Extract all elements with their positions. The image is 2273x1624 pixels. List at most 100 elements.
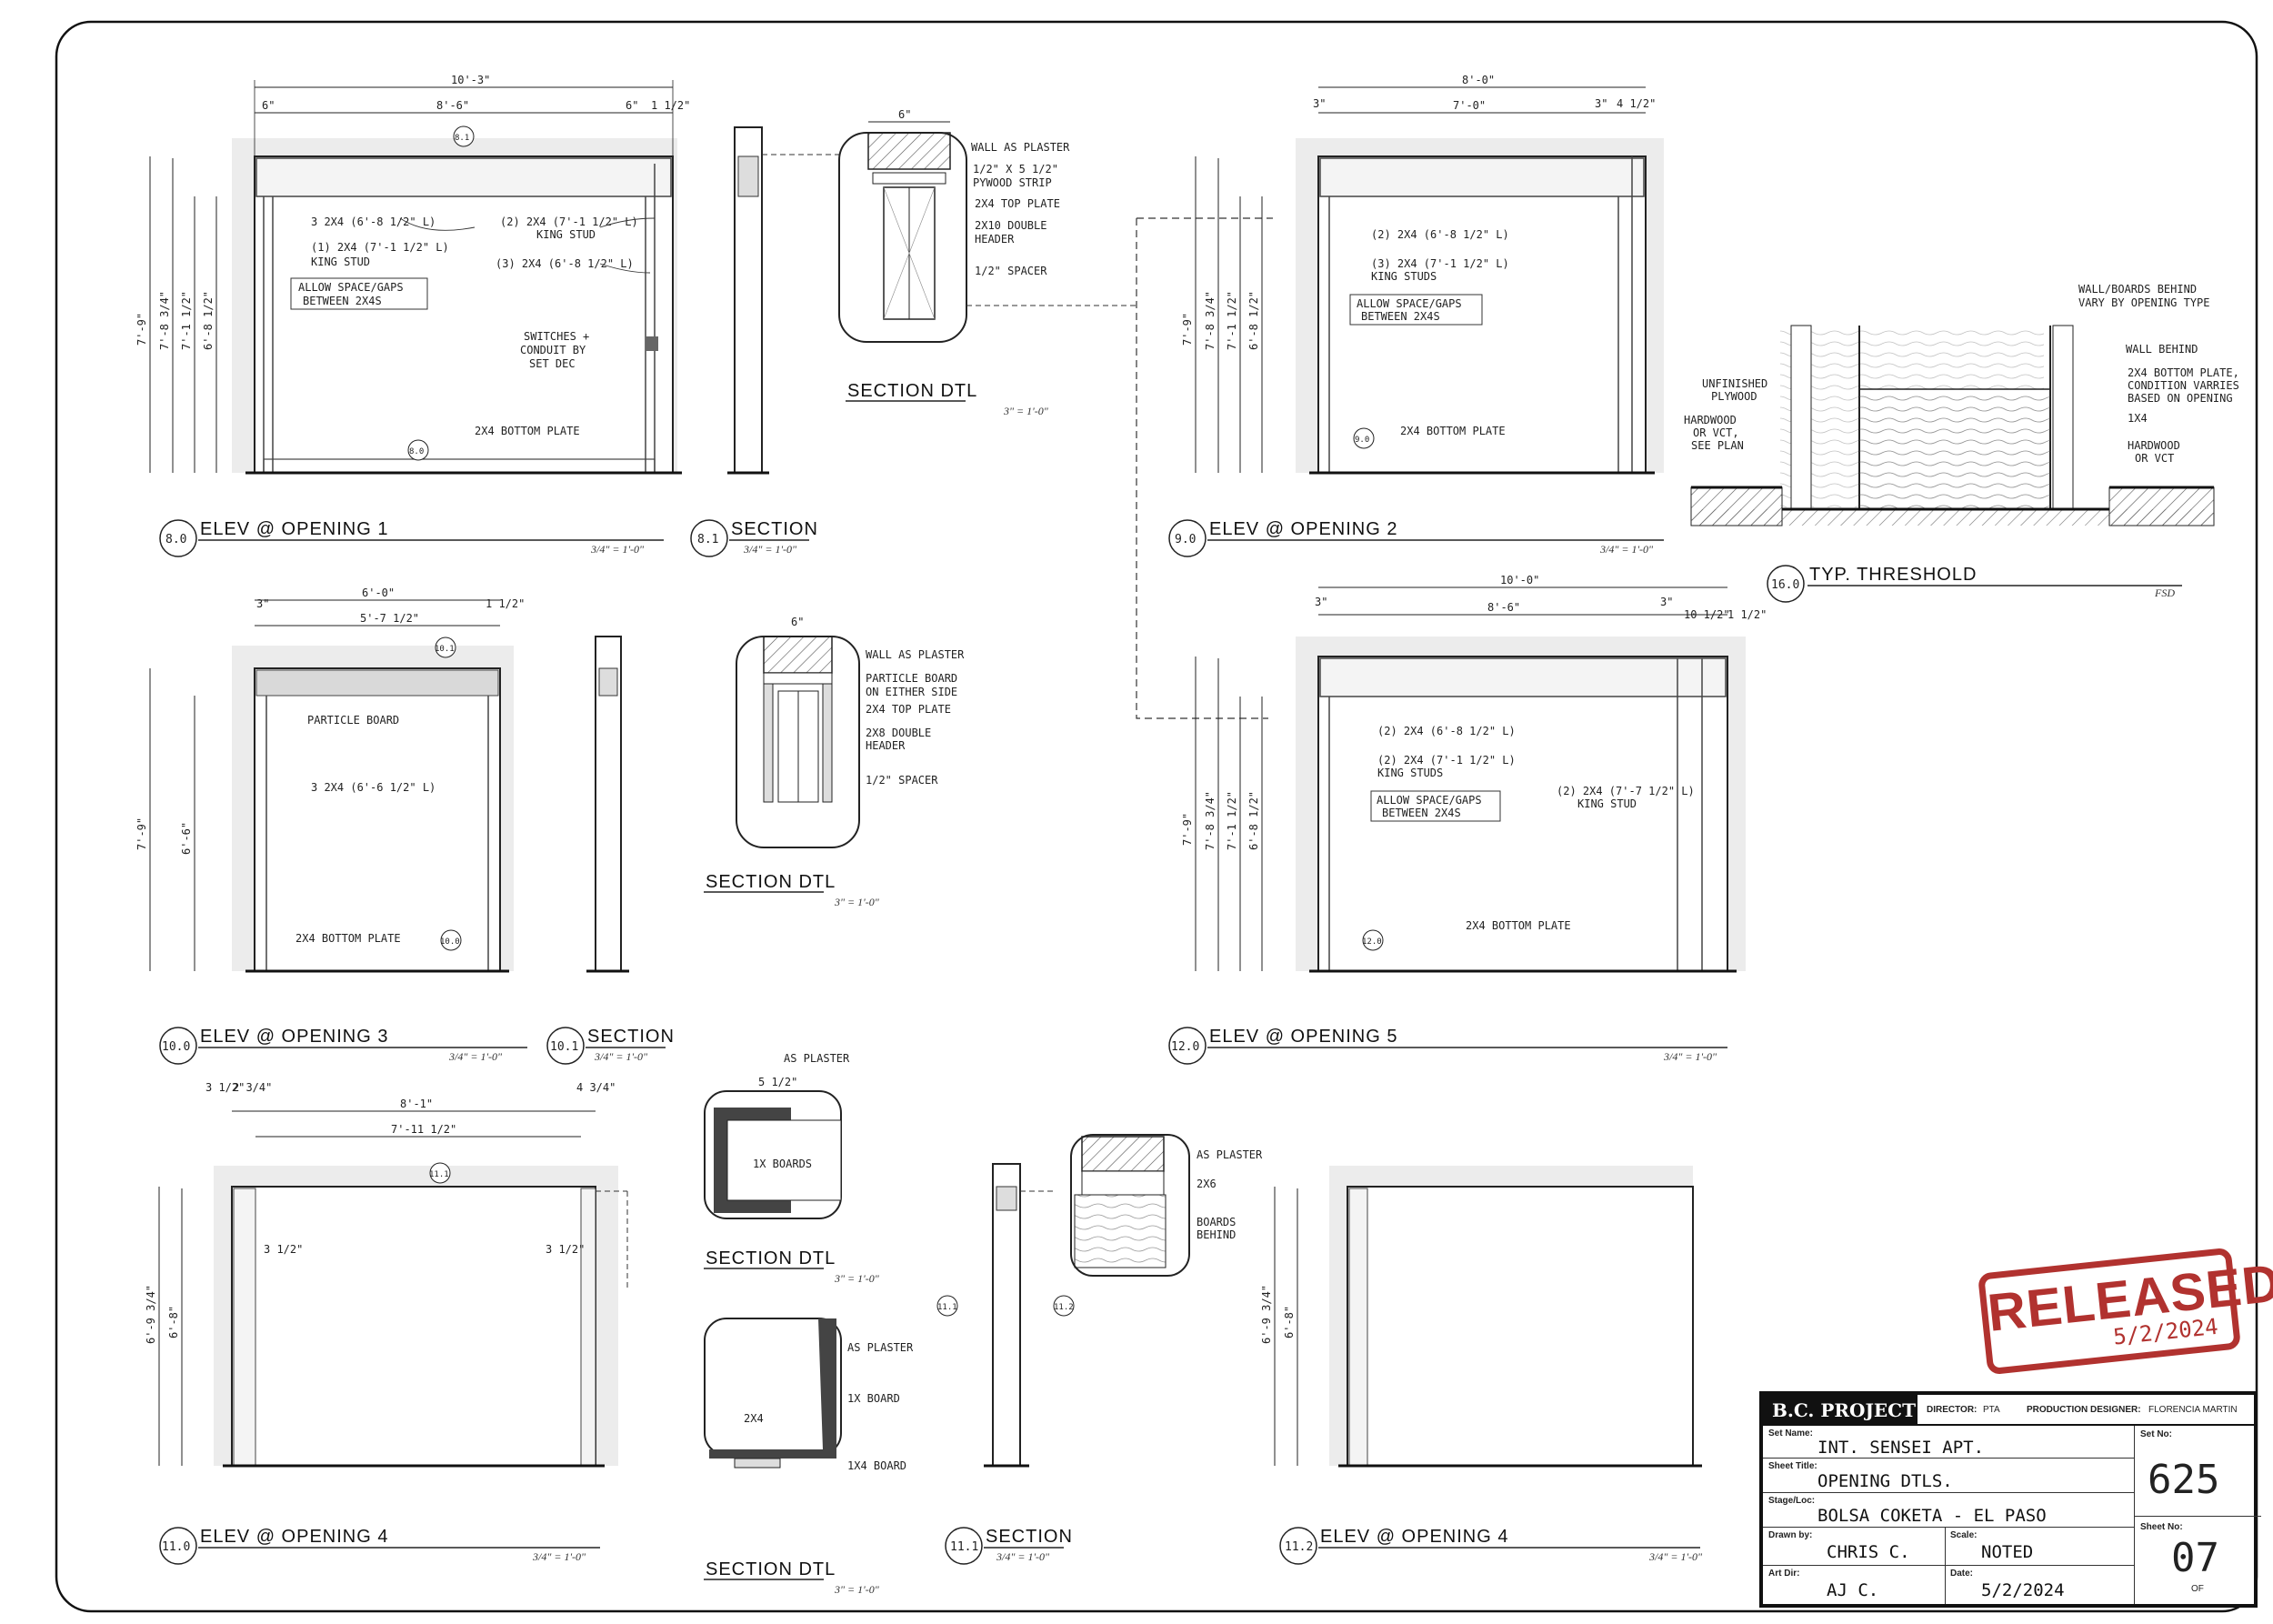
svg-text:8.0: 8.0 [409, 447, 424, 456]
svg-text:ALLOW SPACE/GAPS: ALLOW SPACE/GAPS [1377, 794, 1482, 807]
svg-text:3/4" = 1'-0": 3/4" = 1'-0" [448, 1050, 503, 1063]
svg-text:(3) 2X4 (6'-8 1/2" L): (3) 2X4 (6'-8 1/2" L) [496, 257, 634, 270]
svg-text:8.1: 8.1 [697, 533, 718, 546]
svg-text:11.1: 11.1 [950, 1540, 978, 1554]
svg-text:ALLOW SPACE/GAPS: ALLOW SPACE/GAPS [1357, 297, 1462, 310]
section-10-1 [586, 636, 629, 973]
svg-text:CONDUIT BY: CONDUIT BY [520, 344, 586, 356]
elev-opening-1: 10'-3" 6" 8'-6" 6" 1 1/2" 7'-9" 7'-8 3/4… [135, 74, 690, 475]
svg-text:11.2: 11.2 [1054, 1303, 1074, 1312]
svg-text:8.1: 8.1 [455, 134, 469, 143]
svg-text:SECTION DTL: SECTION DTL [706, 872, 836, 892]
svg-text:4 1/2": 4 1/2" [1617, 97, 1656, 110]
stage-row: Stage/Loc: BOLSA COKETA - EL PASO [1763, 1493, 2134, 1528]
svg-text:KING STUD: KING STUD [311, 256, 370, 268]
svg-text:1 1/2": 1 1/2" [486, 597, 525, 610]
svg-text:ELEV @ OPENING 2: ELEV @ OPENING 2 [1209, 519, 1397, 539]
svg-text:3/4" = 1'-0": 3/4" = 1'-0" [1648, 1550, 1703, 1563]
svg-text:2X10 DOUBLE: 2X10 DOUBLE [975, 219, 1046, 232]
scale-value: NOTED [1981, 1542, 2034, 1562]
typ-threshold-detail: WALL/BOARDS BEHIND VARY BY OPENING TYPE … [1684, 283, 2239, 526]
svg-text:WALL BEHIND: WALL BEHIND [2126, 343, 2198, 356]
svg-text:7'-1 1/2": 7'-1 1/2" [180, 291, 193, 350]
svg-text:12.0: 12.0 [1362, 937, 1382, 947]
date-value: 5/2/2024 [1981, 1580, 2065, 1600]
detail-callout-line [1136, 218, 1268, 719]
svg-text:2X4 TOP PLATE: 2X4 TOP PLATE [866, 703, 951, 716]
svg-text:1/2" SPACER: 1/2" SPACER [866, 774, 938, 787]
svg-text:3": 3" [1313, 97, 1326, 110]
svg-text:2X4 BOTTOM PLATE: 2X4 BOTTOM PLATE [295, 932, 401, 945]
stage-location: BOLSA COKETA - EL PASO [1817, 1506, 2047, 1526]
svg-text:3": 3" [256, 597, 269, 610]
svg-text:BASED ON OPENING: BASED ON OPENING [2128, 392, 2233, 405]
set-number: 625 [2148, 1457, 2220, 1503]
svg-text:7'-11 1/2": 7'-11 1/2" [391, 1123, 456, 1136]
svg-text:5 1/2": 5 1/2" [758, 1076, 797, 1088]
svg-text:AS PLASTER: AS PLASTER [784, 1052, 850, 1065]
svg-text:HEADER: HEADER [975, 233, 1015, 246]
svg-text:WALL AS PLASTER: WALL AS PLASTER [971, 141, 1070, 154]
svg-text:9.0: 9.0 [1355, 436, 1369, 445]
svg-text:10 1/2": 10 1/2" [1684, 608, 1730, 621]
svg-text:(2) 2X4 (7'-7 1/2" L): (2) 2X4 (7'-7 1/2" L) [1557, 785, 1695, 797]
svg-text:6'-8": 6'-8" [1283, 1306, 1296, 1338]
svg-text:11.0: 11.0 [162, 1540, 190, 1554]
svg-text:BETWEEN 2X4S: BETWEEN 2X4S [1361, 310, 1440, 323]
section-dtl-4: 2X4 AS PLASTER 1X BOARD 1X4 BOARD [704, 1318, 914, 1472]
svg-text:AS PLASTER: AS PLASTER [1197, 1148, 1263, 1161]
svg-text:3 1/2": 3 1/2" [546, 1243, 585, 1256]
svg-text:7'-9": 7'-9" [1181, 313, 1194, 346]
svg-text:SECTION: SECTION [587, 1027, 675, 1047]
svg-text:1/2" SPACER: 1/2" SPACER [975, 265, 1047, 277]
svg-text:ELEV @ OPENING 3: ELEV @ OPENING 3 [200, 1027, 388, 1047]
svg-text:12.0: 12.0 [1171, 1040, 1199, 1054]
svg-text:8'-6": 8'-6" [436, 99, 469, 112]
svg-text:4 3/4": 4 3/4" [576, 1081, 616, 1094]
svg-text:11.1: 11.1 [937, 1303, 957, 1312]
svg-text:HARDWOOD: HARDWOOD [1684, 414, 1737, 426]
sheet-no-box: Sheet No: 07 OF [2134, 1517, 2261, 1604]
svg-text:AS PLASTER: AS PLASTER [847, 1341, 914, 1354]
svg-text:(2) 2X4 (6'-8 1/2" L): (2) 2X4 (6'-8 1/2" L) [1377, 725, 1516, 737]
svg-text:KING STUD: KING STUD [536, 228, 596, 241]
svg-text:6": 6" [626, 99, 638, 112]
svg-text:(3) 2X4 (7'-1 1/2" L): (3) 2X4 (7'-1 1/2" L) [1371, 257, 1509, 270]
svg-text:11.2: 11.2 [1285, 1540, 1313, 1554]
artdir-row: Art Dir: AJ C. Date: 5/2/2024 [1763, 1566, 2134, 1604]
svg-text:ON EITHER SIDE: ON EITHER SIDE [866, 686, 957, 698]
svg-text:8'-0": 8'-0" [1462, 74, 1495, 86]
svg-text:11.1: 11.1 [429, 1170, 449, 1179]
svg-text:OR VCT,: OR VCT, [1693, 426, 1739, 439]
svg-text:6": 6" [791, 616, 804, 628]
sheet-of: OF [2191, 1584, 2204, 1594]
svg-text:2 3/4": 2 3/4" [233, 1081, 272, 1094]
svg-text:OR VCT: OR VCT [2135, 452, 2174, 465]
title-block: B.C. PROJECT DIRECTOR: PTA PRODUCTION DE… [1759, 1391, 2261, 1608]
svg-text:2X4 BOTTOM PLATE: 2X4 BOTTOM PLATE [1466, 919, 1571, 932]
svg-text:SEE PLAN: SEE PLAN [1691, 439, 1744, 452]
svg-text:6'-0": 6'-0" [362, 586, 395, 599]
svg-text:ELEV @ OPENING 1: ELEV @ OPENING 1 [200, 519, 388, 539]
svg-text:SWITCHES +: SWITCHES + [524, 330, 589, 343]
svg-text:7'-8 3/4": 7'-8 3/4" [1204, 291, 1217, 350]
drawn-by: CHRIS C. [1827, 1542, 1910, 1562]
svg-text:3" = 1'-0": 3" = 1'-0" [834, 1583, 880, 1596]
svg-text:WALL/BOARDS BEHIND: WALL/BOARDS BEHIND [2078, 283, 2197, 296]
svg-text:1 1/2": 1 1/2" [1727, 608, 1767, 621]
svg-text:BETWEEN 2X4S: BETWEEN 2X4S [1382, 807, 1461, 819]
svg-text:6'-8": 6'-8" [167, 1306, 180, 1338]
svg-text:PARTICLE BOARD: PARTICLE BOARD [866, 672, 957, 685]
section-dtl-2: 6" WALL AS PLASTER PARTICLE BOARD ON EIT… [736, 616, 965, 848]
svg-text:7'-1 1/2": 7'-1 1/2" [1226, 291, 1238, 350]
svg-text:3/4" = 1'-0": 3/4" = 1'-0" [594, 1050, 648, 1063]
svg-text:3/4" = 1'-0": 3/4" = 1'-0" [532, 1550, 586, 1563]
svg-text:6'-9 3/4": 6'-9 3/4" [145, 1285, 157, 1344]
svg-text:(2) 2X4 (6'-8 1/2" L): (2) 2X4 (6'-8 1/2" L) [1371, 228, 1509, 241]
